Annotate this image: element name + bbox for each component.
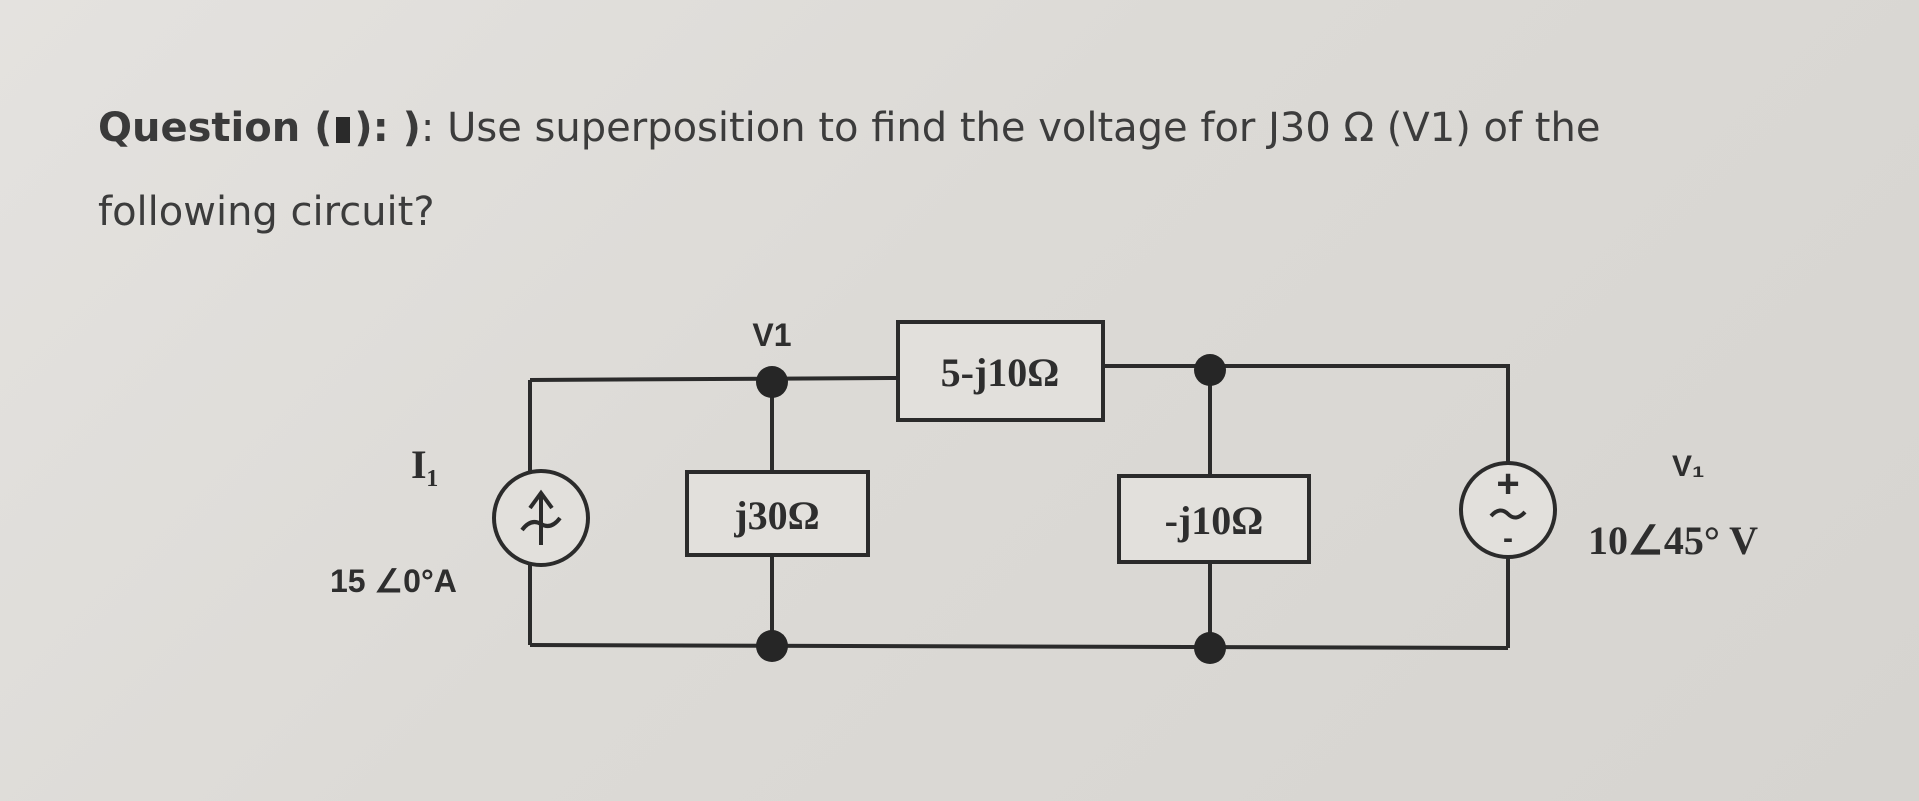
current-source-name: I₁	[411, 442, 439, 487]
current-source-wave	[520, 516, 562, 532]
series-impedance-label: 5-j10Ω	[941, 350, 1060, 395]
series-impedance-rect	[896, 320, 1105, 422]
current-source-value: 15 ∠0°A	[330, 563, 457, 599]
voltage-source-circle	[1459, 461, 1557, 559]
voltage-source-wave	[1489, 508, 1527, 520]
voltage-source-minus: -	[1503, 522, 1513, 555]
circuit-nodes	[756, 354, 1226, 664]
voltage-source-value: 10∠45° V	[1588, 518, 1758, 563]
right-shunt-impedance-rect	[1117, 474, 1311, 564]
right-shunt-impedance-label: -j10Ω	[1165, 498, 1264, 543]
node-bottom-left	[756, 630, 788, 662]
voltage-source-name: V₁	[1672, 450, 1704, 483]
question-text: Question ( ): ): Use superposition to fin…	[98, 86, 1858, 254]
left-shunt-impedance-box: j30Ω	[685, 470, 870, 557]
left-shunt-impedance-rect	[685, 470, 870, 557]
question-line-1: : Use superposition to find the voltage …	[420, 105, 1601, 151]
question-prefix-end: ): )	[354, 105, 421, 151]
node-v1-label: V1	[752, 317, 791, 353]
node-v1	[756, 366, 788, 398]
top-left-wire	[529, 376, 899, 382]
voltage-source-plus: +	[1496, 462, 1519, 506]
redacted-number-mark	[336, 117, 351, 143]
current-source	[492, 469, 590, 567]
question-line-2: following circuit?	[98, 189, 435, 235]
series-impedance-box: 5-j10Ω	[896, 320, 1105, 422]
node-top-right	[1194, 354, 1226, 386]
node-bottom-right	[1194, 632, 1226, 664]
question-prefix: Question (	[98, 105, 333, 151]
voltage-source: + -	[1459, 461, 1557, 559]
bottom-wire	[529, 643, 1509, 650]
left-shunt-impedance-label: j30Ω	[733, 493, 819, 538]
right-shunt-impedance-box: -j10Ω	[1117, 474, 1311, 564]
current-arrow-head	[528, 489, 554, 510]
